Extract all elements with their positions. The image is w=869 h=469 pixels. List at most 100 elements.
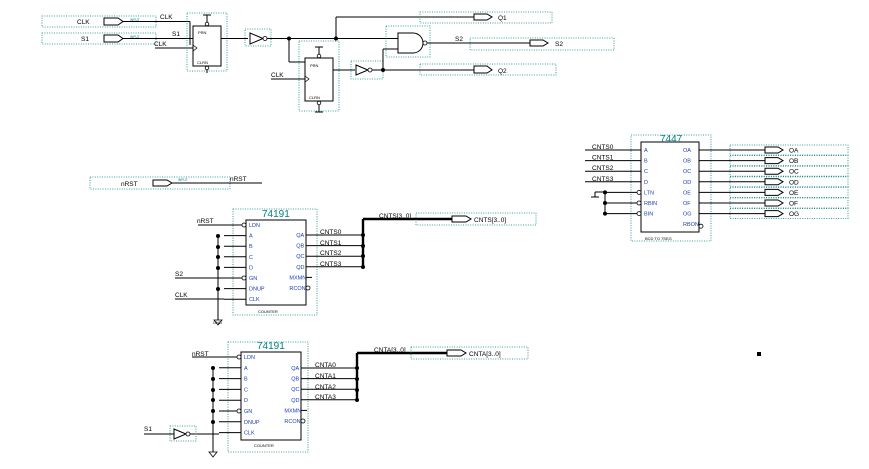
counter-1-clk: CLK bbox=[175, 292, 188, 299]
c1-pin-d: D bbox=[249, 265, 253, 271]
counter-1-part: 74191 bbox=[262, 209, 290, 220]
decoder-output-pin-oe[interactable] bbox=[764, 188, 784, 196]
decoder-output-label-oc: OC bbox=[789, 169, 799, 176]
counter-1-caption: COUNTER bbox=[258, 309, 278, 314]
decoder-pin-oa: OA bbox=[683, 148, 691, 154]
c2-pin-ldn: LDN bbox=[244, 355, 255, 361]
counter-1-s2: S2 bbox=[175, 271, 183, 278]
output-pin-cnts-label: CNTS[3..0] bbox=[474, 217, 506, 224]
decoder-pin-og: OG bbox=[683, 212, 692, 218]
decoder-pin-c: C bbox=[644, 169, 648, 175]
output-pin-q1[interactable]: Q1 bbox=[419, 11, 553, 24]
decoder-pin-ltn: LTN bbox=[644, 190, 654, 196]
decoder-output-label-og: OG bbox=[789, 211, 799, 218]
c2-pin-rcon: RCON bbox=[284, 419, 300, 425]
input-pin-clk[interactable]: CLK INPUT bbox=[41, 15, 157, 28]
output-pin-cnta-label: CNTA[3..0] bbox=[469, 351, 501, 358]
c1-pin-clk: CLK bbox=[249, 297, 260, 303]
decoder-input-0: CNTS0 bbox=[592, 144, 614, 151]
decoder-pin-od: OD bbox=[683, 180, 691, 186]
c2-pin-dnup: DNUP bbox=[244, 420, 260, 426]
dff-2-clrn: CLRN bbox=[309, 95, 320, 100]
net-label-cnta-1: CNTA1 bbox=[315, 373, 336, 380]
input-pin-nrst-tag: INPUT bbox=[178, 178, 188, 182]
and-gate[interactable] bbox=[385, 25, 431, 58]
input-pin-s1[interactable]: S1 INPUT bbox=[41, 32, 157, 45]
input-pin-s1-tag: INPUT bbox=[130, 35, 140, 39]
input-pin-clk-tag: INPUT bbox=[130, 18, 140, 22]
c2-pin-a: A bbox=[244, 366, 248, 372]
dff-1-prn: PRN bbox=[198, 30, 207, 35]
c2-pin-qa: QA bbox=[291, 366, 299, 372]
dff-1[interactable]: PRN CLRN bbox=[186, 12, 228, 73]
decoder-pin-rbon: RBON bbox=[683, 222, 699, 228]
c2-pin-gn: GN bbox=[244, 409, 252, 415]
counter-2-part: 74191 bbox=[257, 341, 285, 352]
decoder-output-pin-oa[interactable] bbox=[764, 146, 784, 154]
dff-2[interactable]: PRN CLRN bbox=[298, 40, 340, 113]
decoder-pin-of: OF bbox=[683, 201, 691, 207]
c1-pin-rcon: RCON bbox=[289, 286, 305, 292]
decoder-pin-d: D bbox=[644, 180, 648, 186]
decoder-output-label-ob: OB bbox=[789, 158, 798, 165]
c2-pin-qc: QC bbox=[291, 387, 299, 393]
decoder-output-pin-oc[interactable] bbox=[764, 167, 784, 175]
c1-pin-b: B bbox=[249, 244, 253, 250]
decoder-7447-caption: BCD TO 7SEG bbox=[645, 236, 672, 241]
c1-pin-qa: QA bbox=[296, 233, 304, 239]
c1-pin-dnup: DNUP bbox=[249, 287, 265, 293]
not-gate-3[interactable] bbox=[169, 425, 197, 442]
c1-pin-gn: GN bbox=[249, 276, 257, 282]
c1-pin-mxmn: MXMN bbox=[289, 275, 306, 281]
input-pin-nrst-label: nRST bbox=[121, 181, 138, 188]
dff-1-clrn: CLRN bbox=[197, 60, 208, 65]
decoder-input-2: CNTS2 bbox=[592, 165, 614, 172]
net-label-cnts-2: CNTS2 bbox=[320, 250, 342, 257]
input-pin-nrst[interactable]: nRST INPUT bbox=[89, 176, 231, 190]
counter-1-nrst: nRST bbox=[197, 218, 214, 225]
decoder-pin-ob: OB bbox=[683, 159, 691, 165]
decoder-input-1: CNTS1 bbox=[592, 155, 614, 162]
decoder-output-label-oe: OE bbox=[789, 190, 799, 197]
not-gate-1[interactable] bbox=[244, 28, 272, 47]
net-label-cnta-2: CNTA2 bbox=[315, 384, 336, 391]
c1-pin-a: A bbox=[249, 234, 253, 240]
bus-label-cnts: CNTS[3..0] bbox=[379, 213, 411, 220]
net-label-cnta-3: CNTA3 bbox=[315, 394, 336, 401]
decoder-output-pin-of[interactable] bbox=[764, 199, 784, 207]
decoder-pin-rbin: RBIN bbox=[644, 201, 657, 207]
c2-pin-d: D bbox=[244, 398, 248, 404]
counter-2-nrst: nRST bbox=[192, 351, 209, 358]
c2-pin-b: B bbox=[244, 377, 248, 383]
decoder-output-label-od: OD bbox=[789, 179, 799, 186]
decoder-pin-oc: OC bbox=[683, 169, 691, 175]
c1-pin-qb: QB bbox=[296, 244, 304, 250]
decoder-output-pin-od[interactable] bbox=[764, 178, 784, 186]
input-pin-s1-label: S1 bbox=[81, 36, 89, 43]
output-pin-q2-label: Q2 bbox=[498, 68, 507, 75]
c2-pin-qb: QB bbox=[291, 377, 299, 383]
counter-2-caption: COUNTER bbox=[254, 443, 274, 448]
c2-pin-qd: QD bbox=[291, 398, 299, 404]
c1-pin-ldn: LDN bbox=[249, 223, 260, 229]
output-pin-s2-label: S2 bbox=[555, 41, 563, 48]
bus-label-cnta: CNTA[3..0] bbox=[374, 347, 406, 354]
output-pin-s2[interactable]: S2 bbox=[469, 37, 615, 51]
decoder-7447-part: 7447 bbox=[660, 134, 683, 145]
c2-pin-mxmn: MXMN bbox=[284, 408, 301, 414]
input-pin-clk-label: CLK bbox=[77, 19, 90, 26]
c1-pin-c: C bbox=[249, 255, 253, 261]
counter-2-s1: S1 bbox=[144, 426, 152, 433]
decoder-output-pin-og[interactable] bbox=[764, 210, 784, 218]
net-label-cnta-0: CNTA0 bbox=[315, 362, 336, 369]
output-pin-cnts[interactable]: CNTS[3..0] bbox=[415, 212, 537, 226]
net-label-clk-ff2: CLK bbox=[271, 72, 284, 79]
output-pin-q2[interactable]: Q2 bbox=[419, 63, 557, 76]
output-pin-cnta[interactable]: CNTA[3..0] bbox=[410, 346, 529, 360]
decoder-output-pin-ob[interactable] bbox=[764, 157, 784, 165]
net-label-s1: S1 bbox=[172, 31, 180, 38]
